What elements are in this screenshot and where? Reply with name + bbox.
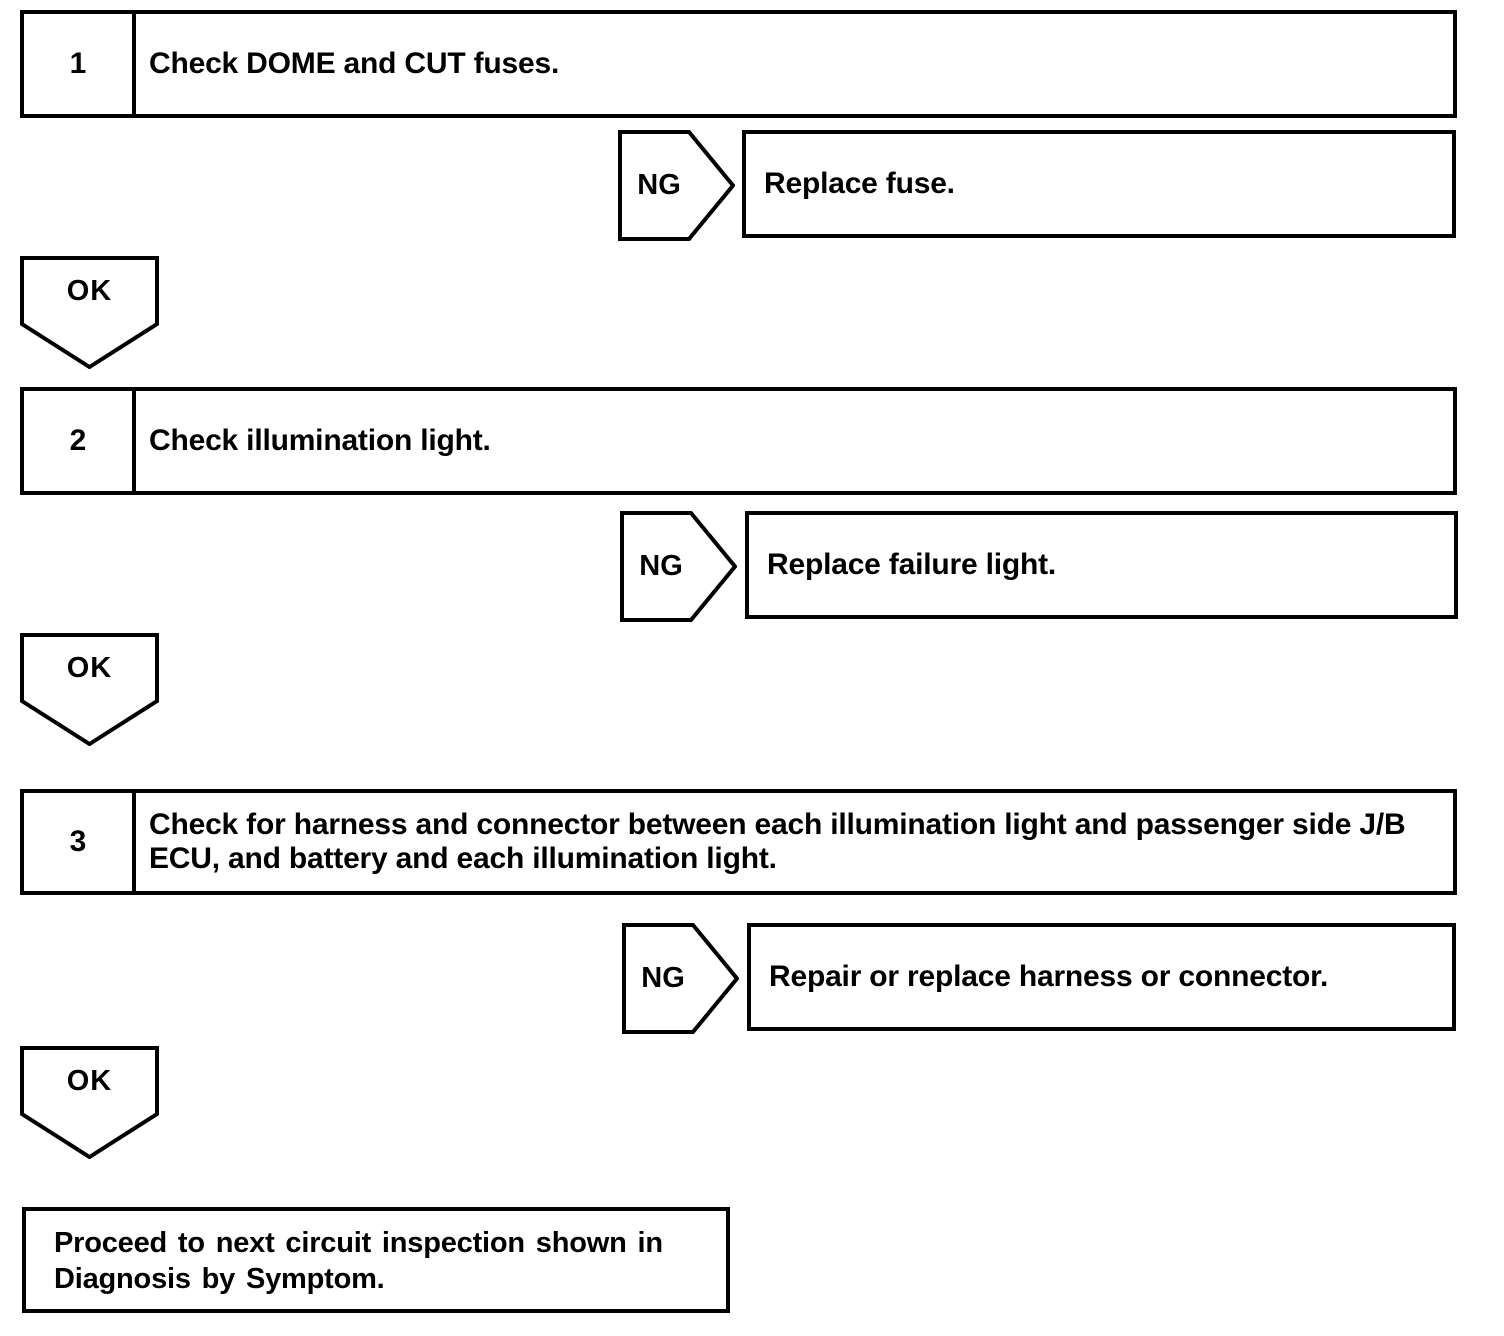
step-1-instruction: Check DOME and CUT fuses. bbox=[149, 46, 560, 80]
step-2-ng-action-box: Replace failure light. bbox=[745, 511, 1458, 619]
step-1-ok-arrow: OK bbox=[20, 256, 159, 369]
step-3-ng-arrow: NG bbox=[622, 923, 739, 1034]
ok-pentagon-down-icon bbox=[20, 256, 159, 369]
ng-pentagon-right-icon bbox=[618, 130, 735, 241]
step-2-number: 2 bbox=[24, 391, 136, 491]
step-3-ok-label: OK bbox=[66, 1064, 113, 1097]
step-2-ng-label: NG bbox=[639, 550, 683, 582]
ng-pentagon-right-icon bbox=[620, 511, 737, 622]
step-3-number: 3 bbox=[24, 793, 136, 891]
step-3-instruction: Check for harness and connector between … bbox=[149, 807, 1406, 875]
ng-pentagon-right-icon bbox=[622, 923, 739, 1034]
step-2-ok-arrow: OK bbox=[20, 633, 159, 746]
step-1-ng-arrow: NG bbox=[618, 130, 735, 241]
step-3-ok-arrow: OK bbox=[20, 1046, 159, 1159]
step-2-ok-label: OK bbox=[66, 651, 113, 684]
ok-pentagon-down-icon bbox=[20, 633, 159, 746]
step-3-ng-label: NG bbox=[641, 962, 685, 994]
step-2-instruction: Check illumination light. bbox=[149, 423, 491, 457]
step-1-number: 1 bbox=[24, 14, 136, 114]
step-3-box: 3 Check for harness and connector betwee… bbox=[20, 789, 1457, 895]
step-1-ng-label: NG bbox=[637, 169, 681, 201]
final-instruction-box: Proceed to next circuit inspection shown… bbox=[22, 1207, 730, 1313]
step-2-box: 2 Check illumination light. bbox=[20, 387, 1457, 495]
step-1-ok-label: OK bbox=[66, 274, 113, 307]
step-2-ng-arrow: NG bbox=[620, 511, 737, 622]
ok-pentagon-down-icon bbox=[20, 1046, 159, 1159]
step-1-ng-action-box: Replace fuse. bbox=[742, 130, 1456, 238]
step-3-ng-action-box: Repair or replace harness or connector. bbox=[747, 923, 1456, 1031]
step-1-box: 1 Check DOME and CUT fuses. bbox=[20, 10, 1457, 118]
